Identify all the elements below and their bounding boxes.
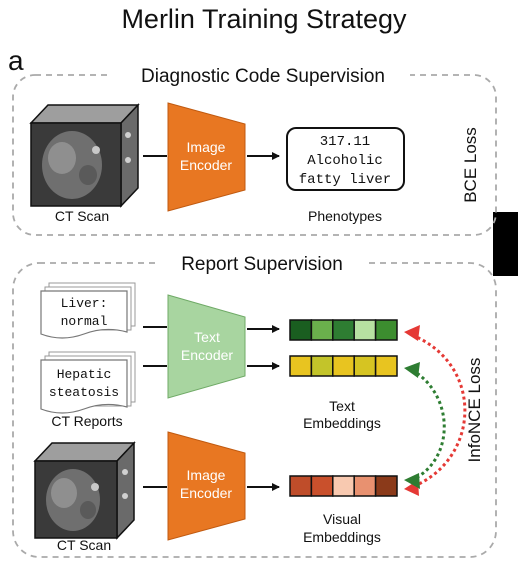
- image-encoder-label-2b: Encoder: [180, 485, 232, 501]
- report-section-label: Report Supervision: [181, 254, 343, 275]
- report-2-line2: steatosis: [49, 385, 119, 400]
- image-encoder-block-1: [167, 102, 246, 212]
- contrastive-arrow-green: [411, 368, 446, 482]
- report-document-icon-2: [40, 351, 136, 414]
- text-encoder-label-b: Encoder: [181, 347, 233, 363]
- phenotype-code: 317.11: [320, 134, 370, 150]
- text-embedding-1-cell-4: [353, 319, 377, 341]
- contrastive-arrowhead-green-bottom: [404, 473, 420, 489]
- contrastive-arrow-red: [411, 333, 467, 489]
- diagnostic-section-border: [12, 74, 497, 236]
- report-document-icon-1: [40, 282, 136, 339]
- visual-embeddings-label-b: Embeddings: [303, 529, 381, 545]
- report-1-line2: normal: [61, 314, 108, 329]
- phenotype-box: [286, 127, 405, 191]
- phenotype-name-line1: Alcoholic: [307, 153, 383, 169]
- text-embedding-1-cell-5: [374, 319, 398, 341]
- panel-letter: a: [8, 45, 24, 76]
- text-embedding-2-cell-4: [353, 355, 377, 377]
- visual-embedding-cell-2: [310, 475, 334, 497]
- ct-scan-cube-icon-2: [33, 441, 136, 540]
- text-embedding-1-cell-2: [310, 319, 334, 341]
- diagnostic-section-label: Diagnostic Code Supervision: [141, 66, 385, 87]
- report-2-line1: Hepatic: [57, 367, 112, 382]
- text-encoder-label-a: Text: [194, 329, 220, 345]
- visual-embedding-cell-3: [332, 475, 355, 497]
- image-encoder-label-1b: Encoder: [180, 157, 232, 173]
- text-embedding-2-cell-1: [289, 355, 313, 377]
- edge-bar: [493, 212, 518, 276]
- text-embedding-2-cell-5: [374, 355, 398, 377]
- phenotypes-label: Phenotypes: [308, 208, 382, 224]
- text-embedding-2-cell-3: [332, 355, 355, 377]
- text-embedding-1-cell-3: [332, 319, 355, 341]
- figure-title: Merlin Training Strategy: [121, 4, 407, 34]
- visual-embedding-cell-4: [353, 475, 377, 497]
- ct-scan-label-2: CT Scan: [57, 537, 111, 553]
- text-embedding-row-1: [289, 319, 398, 341]
- image-encoder-label-2a: Image: [187, 467, 226, 483]
- ct-scan-cube-icon: [29, 103, 140, 208]
- text-embedding-2-cell-2: [310, 355, 334, 377]
- visual-embedding-cell-5: [374, 475, 398, 497]
- visual-embedding-cell-1: [289, 475, 313, 497]
- report-1-line1: Liver:: [61, 296, 108, 311]
- text-embedding-1-cell-1: [289, 319, 313, 341]
- text-embeddings-label-a: Text: [329, 398, 355, 414]
- image-encoder-block-2: [167, 431, 246, 541]
- infonce-loss-label: InfoNCE Loss: [465, 358, 484, 463]
- contrastive-arrowhead-red-top: [404, 325, 420, 341]
- contrastive-arrowhead-green-top: [404, 362, 420, 378]
- bce-loss-label: BCE Loss: [461, 127, 480, 203]
- text-encoder-block: [167, 294, 246, 399]
- visual-embeddings-label-a: Visual: [323, 511, 361, 527]
- image-encoder-label-1a: Image: [187, 139, 226, 155]
- visual-embedding-row: [289, 475, 398, 497]
- phenotype-name-line2: fatty liver: [299, 172, 391, 188]
- ct-reports-label: CT Reports: [51, 413, 122, 429]
- text-embedding-row-2: [289, 355, 398, 377]
- ct-scan-label-1: CT Scan: [55, 208, 109, 224]
- text-embeddings-label-b: Embeddings: [303, 415, 381, 431]
- report-section-border: [12, 262, 497, 558]
